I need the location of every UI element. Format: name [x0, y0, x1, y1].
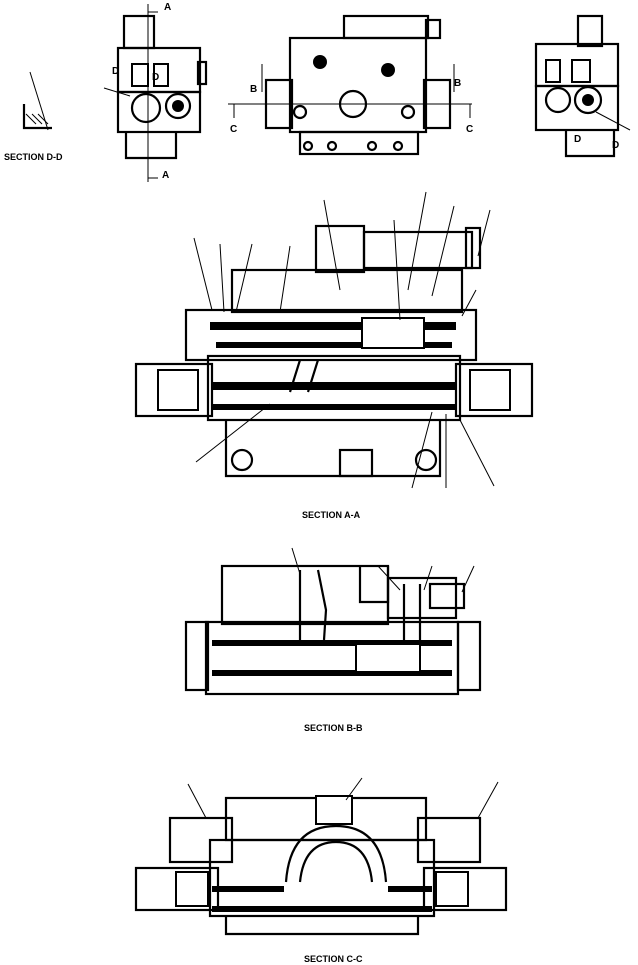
marker-c-right: C: [466, 124, 473, 135]
section-aa-label: SECTION A-A: [302, 510, 361, 520]
section-bb-drawing: SECTION B-B: [184, 547, 482, 733]
marker-b-left: B: [250, 84, 257, 95]
marker-a-bottom-left: A: [162, 170, 169, 181]
marker-c-left: C: [230, 124, 237, 135]
marker-d-inner: D: [152, 72, 159, 83]
front-view-center: B B C C: [228, 14, 473, 156]
marker-d-left: D: [112, 66, 119, 77]
section-bb-label: SECTION B-B: [304, 723, 363, 733]
side-view-left: A A D D: [103, 2, 208, 182]
marker-d-right-inner: D: [574, 134, 581, 145]
marker-d-right: D: [612, 140, 619, 151]
section-dd-label: SECTION D-D: [4, 152, 63, 162]
section-cc-label: SECTION C-C: [304, 954, 363, 964]
section-aa-drawing: SECTION A-A: [134, 191, 534, 520]
marker-b-right: B: [454, 78, 461, 89]
section-dd-symbol: SECTION D-D: [4, 71, 63, 162]
section-cc-drawing: SECTION C-C: [134, 777, 508, 964]
marker-a-top-left: A: [164, 2, 171, 13]
side-view-right: D D: [534, 14, 631, 158]
